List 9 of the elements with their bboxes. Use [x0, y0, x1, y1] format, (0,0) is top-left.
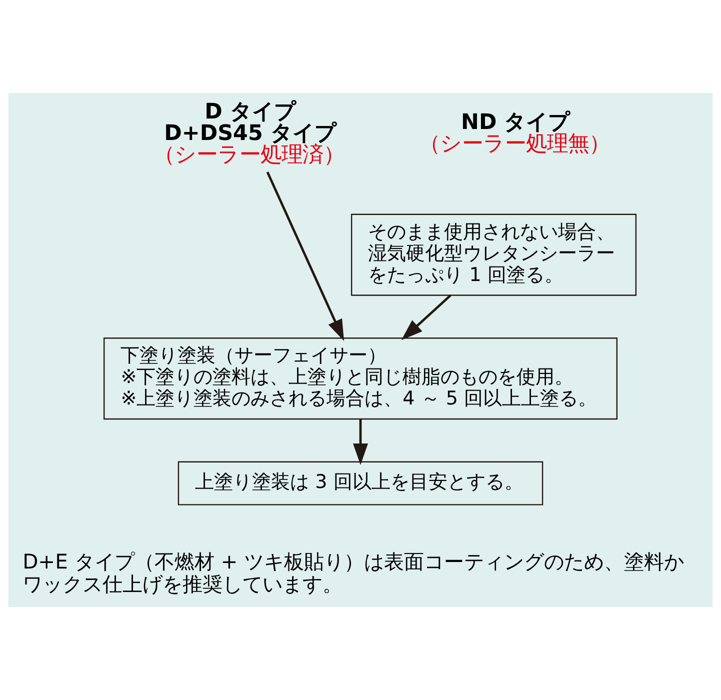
arrow: [353, 419, 368, 465]
node-text: ND タイプ （シーラー処理無）: [418, 110, 610, 157]
node-text: D タイプ D+DS45 タイプ （シーラー処理済）: [153, 99, 344, 168]
node-box: 下塗り塗装（サーフェイサー） ※下塗りの塗料は、上塗りと同じ樹脂のものを使用。 ※上塗り塗装のみされる場合は、4 ～ 5 回以上上塗る。: [104, 338, 618, 420]
node-box: 上塗り塗装は 3 回以上を目安とする。: [178, 461, 544, 506]
arrow: [401, 294, 452, 340]
node-box: そのまま使用されない場合、湿気硬化型ウレタンシーラーをたっぷり 1 回塗る。: [350, 214, 637, 296]
arrow: [266, 172, 344, 342]
label: D+E タイプ（不燃材 + ツキ板貼り）は表面コーティングのため、塗料かワックス仕上げを推奨しています。: [22, 549, 684, 596]
